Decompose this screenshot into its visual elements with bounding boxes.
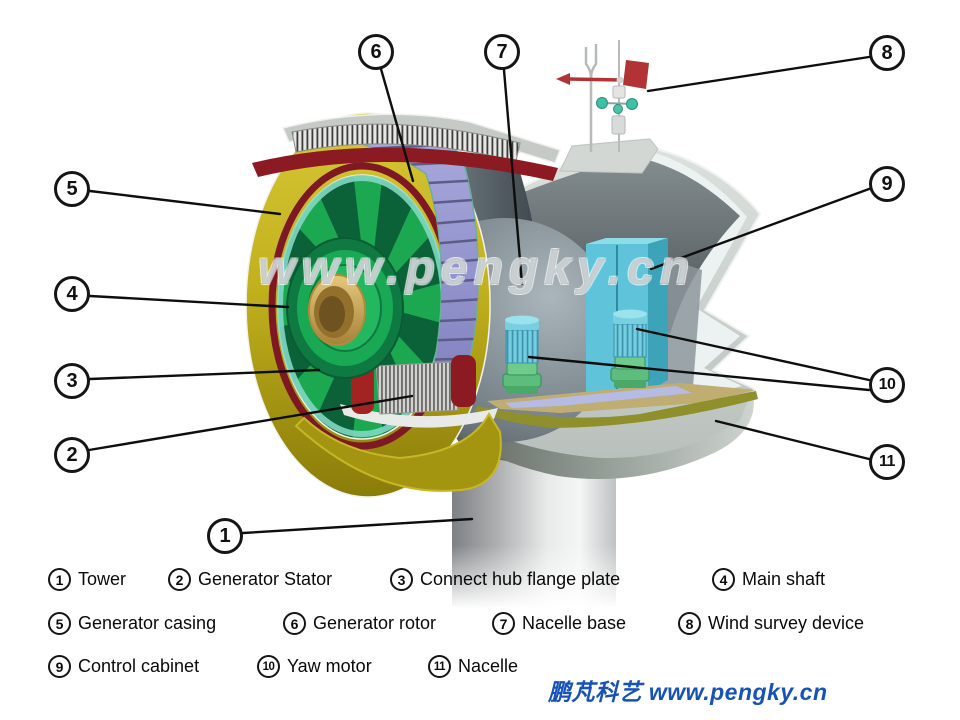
legend-label: Generator rotor [313,613,437,633]
legend-label: Nacelle [458,656,519,676]
leader-10b [527,355,871,392]
legend-item-wind-survey-device: 8 Wind survey device [678,612,864,635]
leader-5 [88,189,282,216]
callout-10-number: 10 [878,376,896,393]
legend-number: 7 [492,612,515,635]
callout-3-number: 3 [66,369,78,392]
legend-number: 8 [678,612,701,635]
legend-item-connect-hub-flange-plate: 3 Connect hub flange plate [390,568,620,591]
legend-item-nacelle-base: 7 Nacelle base [492,612,626,635]
yaw-motor-left [502,315,542,394]
callout-1-number: 1 [219,524,231,547]
leader-9 [649,187,871,271]
anemometer-cups [596,97,638,114]
footer-brand-text: 鹏芃科艺 www.pengky.cn [548,679,828,705]
callout-10: 10 [869,367,905,403]
leader-7 [502,68,524,286]
legend-number: 10 [257,655,280,678]
legend-number: 9 [48,655,71,678]
yaw-motor-right [610,309,650,388]
legend-label: Connect hub flange plate [420,569,621,589]
callout-9: 9 [869,166,905,202]
leader-2 [87,394,414,452]
leader-8 [646,55,871,93]
legend-label: Wind survey device [708,613,865,633]
callout-6: 6 [358,34,394,70]
legend-number: 4 [712,568,735,591]
legend-number: 1 [48,568,71,591]
leader-10a [635,327,871,382]
legend-item-generator-casing: 5 Generator casing [48,612,216,635]
leader-11 [714,419,871,461]
stator-end-winding-right [451,355,476,407]
legend-item-generator-rotor: 6 Generator rotor [283,612,436,635]
legend-number: 11 [428,655,451,678]
nacelle-base-floor [474,383,758,428]
legend-item-main-shaft: 4 Main shaft [712,568,825,591]
leader-lines [87,55,871,535]
wind-survey-device [556,40,659,174]
callout-8-number: 8 [881,41,893,64]
callout-4: 4 [54,276,90,312]
legend-label: Generator Stator [198,569,333,589]
legend-item-generator-stator: 2 Generator Stator [168,568,332,591]
legend-label: Generator casing [78,613,217,633]
callout-2-number: 2 [66,443,78,466]
leader-4 [88,294,290,309]
legend-label: Main shaft [742,569,826,589]
legend-item-control-cabinet: 9 Control cabinet [48,655,199,678]
callout-5: 5 [54,171,90,207]
legend-number: 2 [168,568,191,591]
wind-vane [556,60,649,89]
legend-number: 5 [48,612,71,635]
leader-3 [88,368,321,381]
legend-label: Nacelle base [522,613,627,633]
legend-item-nacelle: 11 Nacelle [428,655,518,678]
sensor-body-upper [612,85,626,99]
callout-5-number: 5 [66,177,78,200]
legend-label: Yaw motor [287,656,372,676]
main-shaft [308,274,366,346]
callout-7: 7 [484,34,520,70]
callout-9-number: 9 [881,172,893,195]
nacelle-bottom-shell [450,390,754,479]
watermark-text: www.pengky.cn [258,242,696,295]
callout-8: 8 [869,35,905,71]
callout-4-number: 4 [66,282,78,305]
callout-6-number: 6 [370,40,382,63]
legend-number: 6 [283,612,306,635]
sensor-body-lower [611,115,626,135]
leader-6 [379,67,415,183]
legend-label: Control cabinet [78,656,200,676]
callout-1: 1 [207,518,243,554]
legend-item-yaw-motor: 10 Yaw motor [257,655,372,678]
instrument-platform [559,138,659,174]
leader-1 [241,517,474,535]
legend-item-tower: 1 Tower [48,568,126,591]
callout-3: 3 [54,363,90,399]
callout-11: 11 [869,444,905,480]
rotor-hub [286,237,404,379]
legend-label: Tower [78,569,127,589]
callout-2: 2 [54,437,90,473]
callout-7-number: 7 [496,40,508,63]
callout-11-number: 11 [879,453,895,470]
generator [245,112,561,498]
legend-number: 3 [390,568,413,591]
tower [442,439,628,620]
stator-section-top [252,113,561,181]
